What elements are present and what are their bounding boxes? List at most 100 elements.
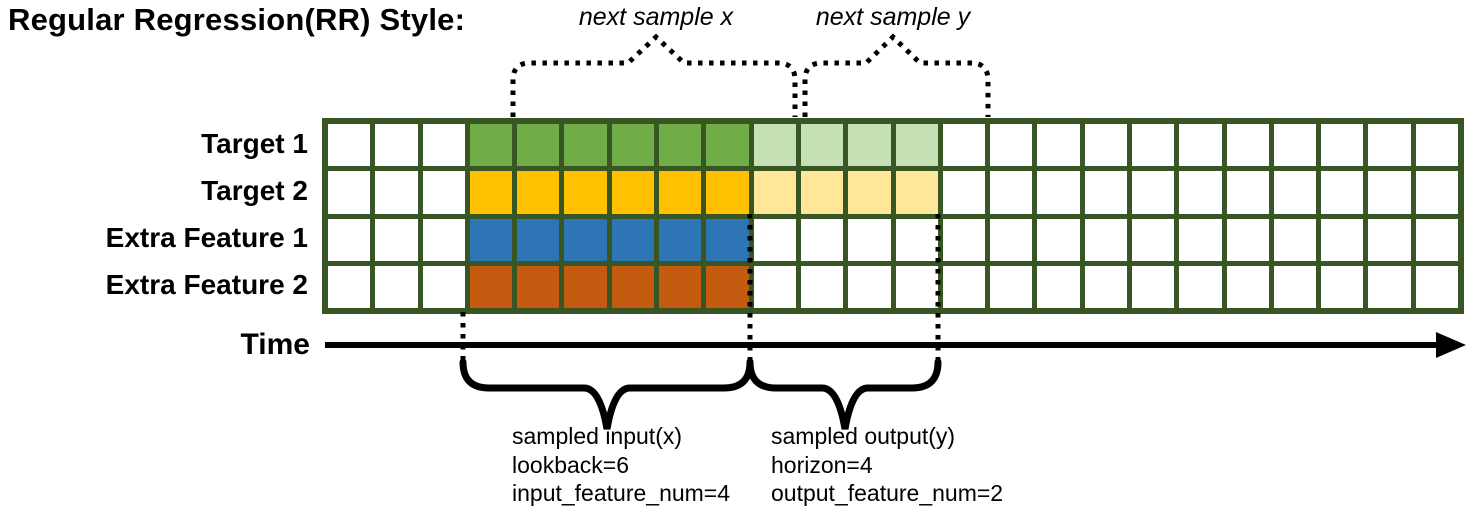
- grid-cell: [1321, 265, 1364, 308]
- sampled-output-note: sampled output(y) horizon=4 output_featu…: [771, 422, 1003, 508]
- grid-cell: [895, 218, 938, 261]
- grid-cell: [1273, 124, 1317, 167]
- row-label-extra-feature-1: Extra Feature 1: [105, 221, 308, 253]
- grid-cell: [848, 124, 891, 167]
- grid-cell: [1226, 124, 1269, 167]
- grid-cell: [564, 124, 607, 167]
- grid-cell: [1037, 265, 1080, 308]
- grid-cell: [942, 265, 986, 308]
- grid-cell: [1415, 218, 1458, 261]
- grid-cell: [1368, 265, 1411, 308]
- grid-cell: [1226, 218, 1269, 261]
- grid-cell: [706, 124, 749, 167]
- grid-cell: [1037, 124, 1080, 167]
- grid-cell: [753, 265, 796, 308]
- grid-cell: [1131, 124, 1175, 167]
- grid-cell: [328, 265, 371, 308]
- grid-cell: [990, 218, 1033, 261]
- grid-cell: [469, 124, 513, 167]
- grid-cell: [611, 218, 655, 261]
- grid-cell: [469, 171, 513, 214]
- grid-cell: [1179, 218, 1222, 261]
- grid-cell: [422, 171, 465, 214]
- grid-cell: [659, 124, 702, 167]
- grid-cell: [375, 265, 418, 308]
- grid-cell: [1368, 218, 1411, 261]
- row-label-target-2: Target 2: [201, 174, 308, 206]
- grid-cell: [659, 171, 702, 214]
- grid-cell: [1084, 171, 1127, 214]
- grid-cell: [848, 171, 891, 214]
- row-label-extra-feature-2: Extra Feature 2: [105, 268, 308, 300]
- input-feature-num-line: input_feature_num=4: [512, 480, 731, 506]
- next-sample-y-label: next sample y: [815, 3, 971, 31]
- grid-cell: [611, 265, 655, 308]
- grid-cell: [942, 171, 986, 214]
- sampled-input-brace: [459, 358, 754, 430]
- grid-cell: [942, 124, 986, 167]
- grid-cell: [1273, 265, 1317, 308]
- sampled-input-line: sampled input(x): [512, 423, 683, 449]
- grid-cell: [1084, 218, 1127, 261]
- grid-cell: [942, 218, 986, 261]
- grid-cell: [706, 171, 749, 214]
- grid-cell: [1037, 218, 1080, 261]
- grid-cell: [1131, 265, 1175, 308]
- sampled-output-brace: [746, 358, 942, 430]
- grid-cell: [706, 218, 749, 261]
- grid-cell: [469, 218, 513, 261]
- output-feature-num-line: output_feature_num=2: [771, 480, 1004, 506]
- grid-cell: [706, 265, 749, 308]
- grid-cell: [375, 218, 418, 261]
- grid-cell: [422, 265, 465, 308]
- grid-cell: [564, 171, 607, 214]
- horizon-line: horizon=4: [771, 451, 873, 478]
- grid-cell: [564, 218, 607, 261]
- grid-cell: [517, 171, 560, 214]
- grid-cell: [800, 265, 844, 308]
- grid-cell: [895, 265, 938, 308]
- grid-cell: [328, 218, 371, 261]
- grid-cell: [895, 124, 938, 167]
- sampled-input-note: sampled input(x) lookback=6 input_featur…: [512, 422, 730, 508]
- grid-cell: [1179, 171, 1222, 214]
- grid-cell: [753, 124, 796, 167]
- grid-cell: [1179, 265, 1222, 308]
- grid-cell: [800, 124, 844, 167]
- grid-cell: [1273, 218, 1317, 261]
- grid-cell: [517, 218, 560, 261]
- grid-cell: [659, 265, 702, 308]
- grid-cell: [800, 218, 844, 261]
- grid-cell: [753, 218, 796, 261]
- grid-cell: [1321, 124, 1364, 167]
- grid-cell: [1415, 265, 1458, 308]
- grid-cell: [1179, 124, 1222, 167]
- next-sample-y-brace: [802, 33, 991, 117]
- grid-cell: [753, 171, 796, 214]
- next-sample-x-brace: [510, 33, 798, 117]
- grid-cell: [611, 171, 655, 214]
- grid-cell: [375, 124, 418, 167]
- grid-cell: [517, 124, 560, 167]
- sampled-output-line: sampled output(y): [771, 423, 956, 449]
- lookback-line: lookback=6: [512, 451, 629, 478]
- grid-cell: [1131, 171, 1175, 214]
- grid-cell: [990, 171, 1033, 214]
- grid-cell: [1415, 124, 1458, 167]
- grid-cell: [328, 171, 371, 214]
- sample-grid: [322, 118, 1464, 314]
- grid-cell: [422, 218, 465, 261]
- grid-cell: [1131, 218, 1175, 261]
- grid-cell: [848, 265, 891, 308]
- grid-cell: [1084, 124, 1127, 167]
- row-labels: Target 1 Target 2 Extra Feature 1 Extra …: [0, 120, 308, 308]
- grid-cell: [1368, 171, 1411, 214]
- grid-cell: [517, 265, 560, 308]
- diagram-title: Regular Regression(RR) Style:: [8, 2, 466, 37]
- grid-cell: [1273, 171, 1317, 214]
- grid-cell: [848, 218, 891, 261]
- row-label-target-1: Target 1: [201, 127, 308, 159]
- grid-cell: [564, 265, 607, 308]
- grid-cell: [469, 265, 513, 308]
